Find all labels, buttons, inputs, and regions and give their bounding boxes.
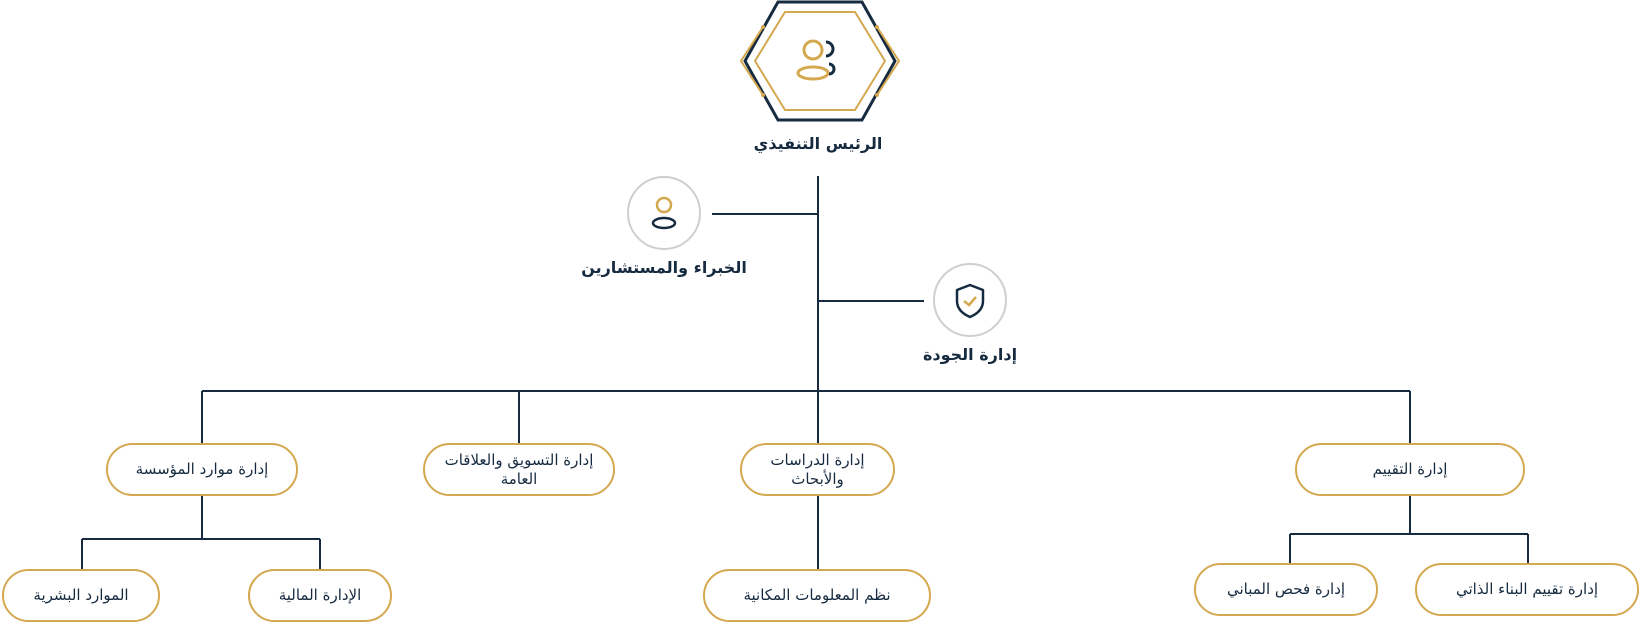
subdept-finance[interactable]: الإدارة المالية [248,569,392,622]
resources-children-connector [81,496,321,569]
evaluation-children-connector [1289,496,1529,568]
dept-evaluation[interactable]: إدارة التقييم [1295,443,1525,496]
subdept-human-resources[interactable]: الموارد البشرية [2,569,160,622]
shield-check-icon [955,283,985,319]
subdept-building-inspection[interactable]: إدارة فحص المباني [1194,563,1378,616]
users-icon [796,39,836,81]
dept-research[interactable]: إدارة الدراسات والأبحاث [740,443,895,496]
advisors-label: الخبراء والمستشارين [581,258,747,277]
subdept-self-build-evaluation[interactable]: إدارة تقييم البناء الذاتي [1415,563,1639,616]
quality-label: إدارة الجودة [922,345,1018,364]
user-icon [651,196,677,230]
ceo-label: الرئيس التنفيذي [753,134,883,153]
quality-circle[interactable] [933,263,1007,337]
subdept-gis[interactable]: نظم المعلومات المكانية [703,569,931,622]
dept-resources[interactable]: إدارة موارد المؤسسة [106,443,298,496]
advisors-circle[interactable] [627,176,701,250]
ceo-hexagon [739,0,901,122]
dept-marketing[interactable]: إدارة التسويق والعلاقات العامة [423,443,615,496]
